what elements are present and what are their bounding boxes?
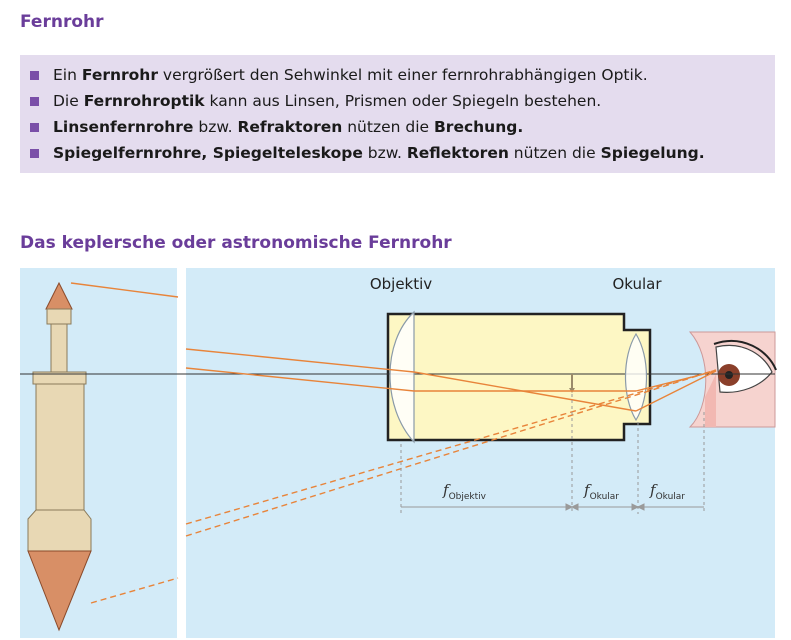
bold-term: Fernrohr <box>81 66 158 84</box>
bullet-list: Ein Fernrohr vergrößert den Sehwinkel mi… <box>30 62 775 166</box>
objective-lens <box>389 310 415 444</box>
bold-term: Spiegelung. <box>600 144 705 162</box>
bullet-item: Linsenfernrohre bzw. Refraktoren nützen … <box>30 114 775 140</box>
square-bullet-icon <box>30 149 39 158</box>
focal-length-objective-label: fObjektiv <box>442 481 487 502</box>
bold-term: Spiegelfernrohre, Spiegelteleskope <box>53 144 363 162</box>
eyepiece-lens <box>624 332 648 422</box>
kepler-telescope-diagram: Objektiv Okular fObjektiv fOkular fOkula… <box>20 268 777 638</box>
focal-symbol: f <box>442 481 451 499</box>
focal-length-eyepiece-label-1: fOkular <box>583 481 619 502</box>
text-run: Ein <box>53 66 82 84</box>
light-rays <box>70 282 717 604</box>
bold-term: Linsenfernrohre <box>53 118 194 136</box>
text-run: nützen die <box>342 118 434 136</box>
eyepiece-label: Okular <box>612 275 662 293</box>
focal-symbol: f <box>583 481 592 499</box>
bullet-item: Die Fernrohroptik kann aus Linsen, Prism… <box>30 88 775 114</box>
focal-subscript: Objektiv <box>449 492 487 502</box>
objective-label: Objektiv <box>370 275 432 293</box>
text-run: kann aus Linsen, Prismen oder Spiegeln b… <box>204 92 602 110</box>
bold-term: Reflektoren <box>406 144 509 162</box>
bold-term: Brechung. <box>433 118 524 136</box>
tower-collar <box>27 509 92 552</box>
diagram-title: Das keplersche oder astronomische Fernro… <box>20 233 452 253</box>
square-bullet-icon <box>30 71 39 80</box>
bullet-item: Ein Fernrohr vergrößert den Sehwinkel mi… <box>30 62 775 88</box>
section-title: Fernrohr <box>20 12 104 32</box>
text-run: bzw. <box>362 144 407 162</box>
tower-neck <box>50 323 68 373</box>
square-bullet-icon <box>30 123 39 132</box>
text-run: nützen die <box>508 144 601 162</box>
text-run: vergrößert den Sehwinkel mit einer fernr… <box>157 66 648 84</box>
bold-term: Refraktoren <box>237 118 343 136</box>
bullet-item: Spiegelfernrohre, Spiegelteleskope bzw. … <box>30 140 775 166</box>
square-bullet-icon <box>30 97 39 106</box>
text-run: bzw. <box>193 118 238 136</box>
tower-top-block <box>46 308 72 325</box>
focal-guide-lines <box>400 394 705 514</box>
telescope-tube <box>386 312 652 442</box>
focal-symbol: f <box>649 481 658 499</box>
focal-subscript: Okular <box>656 492 686 502</box>
bold-term: Fernrohroptik <box>83 92 205 110</box>
focal-subscript: Okular <box>590 492 620 502</box>
eye-icon <box>688 331 777 428</box>
text-run: Die <box>53 92 84 110</box>
tower-body <box>35 383 85 511</box>
summary-box: Ein Fernrohr vergrößert den Sehwinkel mi… <box>20 55 775 173</box>
focal-dimension-line <box>401 503 704 511</box>
tower-spire <box>27 550 92 632</box>
tower-object <box>27 281 92 632</box>
focal-length-eyepiece-label-2: fOkular <box>649 481 685 502</box>
